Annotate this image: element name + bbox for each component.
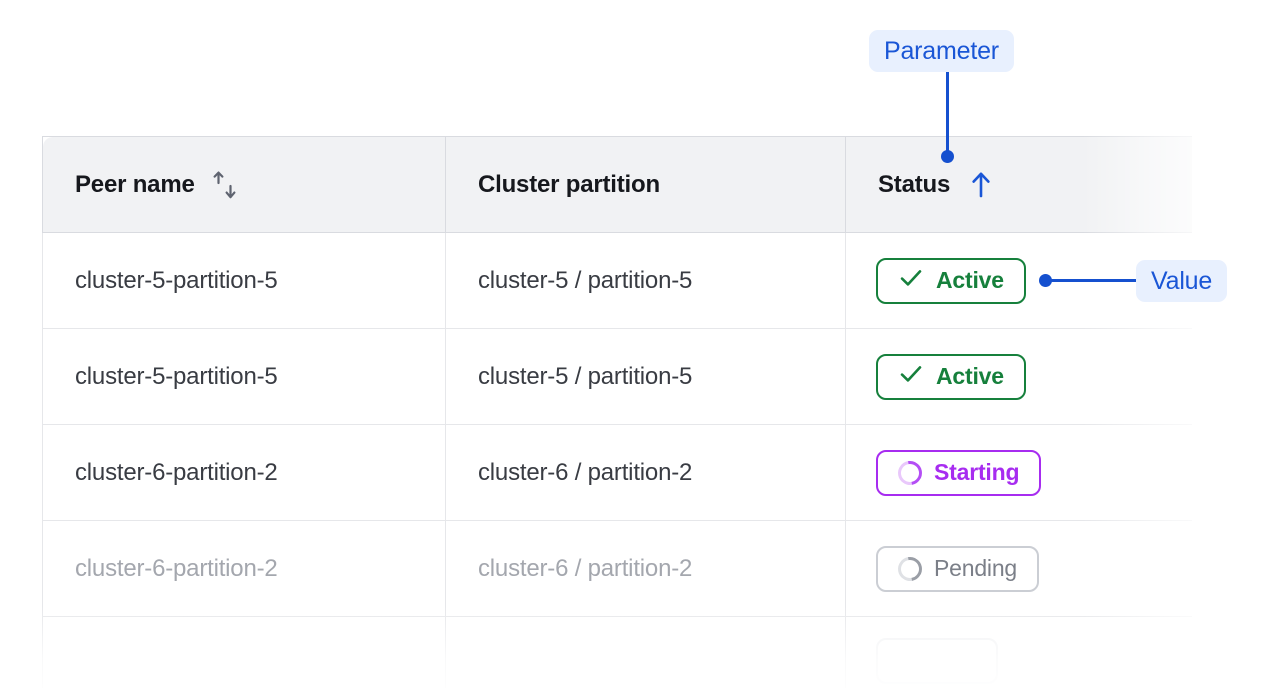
status-badge-partial xyxy=(876,638,998,684)
annotation-parameter-connector xyxy=(946,72,949,156)
table-row[interactable]: cluster-6-partition-2 cluster-6 / partit… xyxy=(42,520,1192,617)
column-header-peer-name-label: Peer name xyxy=(75,170,195,198)
table-header-row: Peer name xyxy=(42,136,1192,233)
cell-cluster-partition: cluster-6 / partition-2 xyxy=(445,424,846,521)
spinner-icon xyxy=(893,551,927,586)
annotation-value-connector xyxy=(1050,279,1136,282)
cell-cluster-partition: cluster-6 / partition-2 xyxy=(445,520,846,617)
table-row[interactable]: cluster-6-partition-2 cluster-6 / partit… xyxy=(42,424,1192,521)
column-header-status-label: Status xyxy=(878,170,951,198)
cell-status: Starting xyxy=(845,424,1192,521)
annotation-parameter-anchor-dot xyxy=(941,150,954,163)
spinner-icon xyxy=(893,455,927,490)
peers-table-container: Peer name xyxy=(42,136,1192,688)
cell-peer-name: cluster-5-partition-5 xyxy=(42,328,446,425)
table-row[interactable]: cluster-5-partition-5 cluster-5 / partit… xyxy=(42,328,1192,425)
status-badge-label: Active xyxy=(936,267,1004,293)
peers-table: Peer name xyxy=(42,136,1192,688)
status-badge-label: Starting xyxy=(934,459,1020,485)
annotation-value-anchor-dot xyxy=(1039,274,1052,287)
cell-cluster-partition: cluster-5 / partition-5 xyxy=(445,232,846,329)
cell-peer-name: cluster-6-partition-2 xyxy=(42,424,446,521)
column-header-cluster-partition[interactable]: Cluster partition xyxy=(445,136,846,233)
sort-updown-icon[interactable] xyxy=(211,170,239,200)
status-badge[interactable]: Active xyxy=(876,353,1026,400)
status-badge-label: Active xyxy=(936,363,1004,389)
annotation-parameter-label: Parameter xyxy=(869,30,1014,72)
sort-up-icon[interactable] xyxy=(966,170,996,200)
check-icon xyxy=(898,361,924,393)
cell-cluster-partition: cluster-5 / partition-5 xyxy=(445,328,846,425)
cell-peer-name: cluster-5-partition-5 xyxy=(42,232,446,329)
cell-status: Pending xyxy=(845,520,1192,617)
column-header-cluster-partition-label: Cluster partition xyxy=(478,170,660,198)
cell-cluster-partition-partial xyxy=(445,616,846,688)
cell-peer-name: cluster-6-partition-2 xyxy=(42,520,446,617)
annotation-value-label: Value xyxy=(1136,260,1228,302)
table-header: Peer name xyxy=(42,136,1192,233)
cell-peer-name-partial xyxy=(42,616,446,688)
column-header-status[interactable]: Status xyxy=(845,136,1192,233)
column-header-peer-name[interactable]: Peer name xyxy=(42,136,446,233)
table-row-partial xyxy=(42,616,1192,688)
table-body: cluster-5-partition-5 cluster-5 / partit… xyxy=(42,232,1192,688)
table-row[interactable]: cluster-5-partition-5 cluster-5 / partit… xyxy=(42,232,1192,329)
cell-status: Active xyxy=(845,328,1192,425)
check-icon xyxy=(898,265,924,297)
status-badge[interactable]: Starting xyxy=(876,449,1042,496)
status-badge[interactable]: Pending xyxy=(876,545,1040,592)
status-badge-label: Pending xyxy=(934,555,1018,581)
cell-status-partial xyxy=(845,616,1192,688)
status-badge[interactable]: Active xyxy=(876,257,1026,304)
